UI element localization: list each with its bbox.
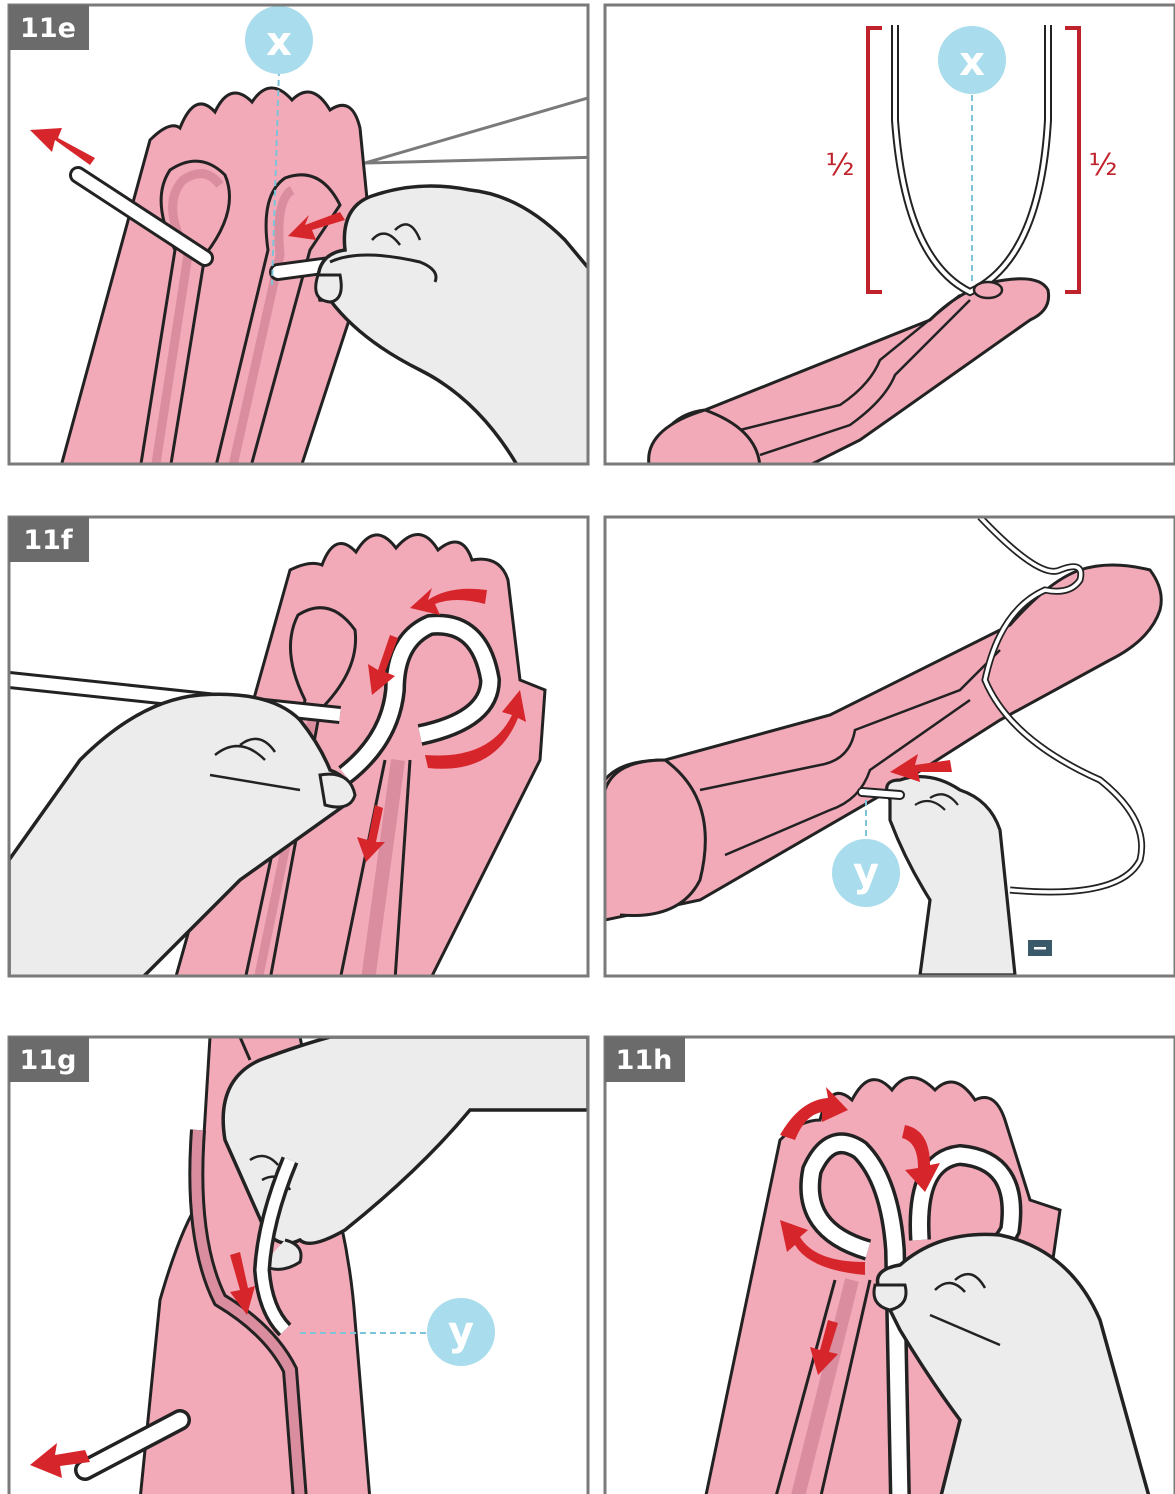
- bracket-left: [868, 28, 882, 292]
- bracket-right: [1065, 28, 1079, 292]
- fraction-left: ½: [825, 148, 854, 183]
- marker-x-label: x: [266, 19, 292, 65]
- panel-11e: x 11e: [9, 5, 605, 470]
- hand: [318, 186, 590, 470]
- marker-x-label: x: [959, 39, 985, 85]
- panel-11e-detail: ½ ½ x: [605, 5, 1175, 470]
- step-label: 11g: [20, 1045, 77, 1076]
- fraction-right: ½: [1088, 148, 1117, 183]
- arrow-out: [30, 128, 95, 165]
- step-label: 11f: [23, 525, 73, 556]
- marker-y-label: y: [448, 1309, 474, 1355]
- panel-11f-detail: y: [605, 517, 1175, 976]
- step-label: 11e: [20, 13, 76, 44]
- marker-y-label: y: [853, 850, 879, 896]
- step-label: 11h: [616, 1045, 673, 1076]
- hand: [887, 777, 1015, 975]
- panel-11f: 11f: [9, 517, 588, 980]
- panel-11h: 11h: [605, 1037, 1175, 1494]
- panel-11g: y 11g: [9, 1037, 588, 1494]
